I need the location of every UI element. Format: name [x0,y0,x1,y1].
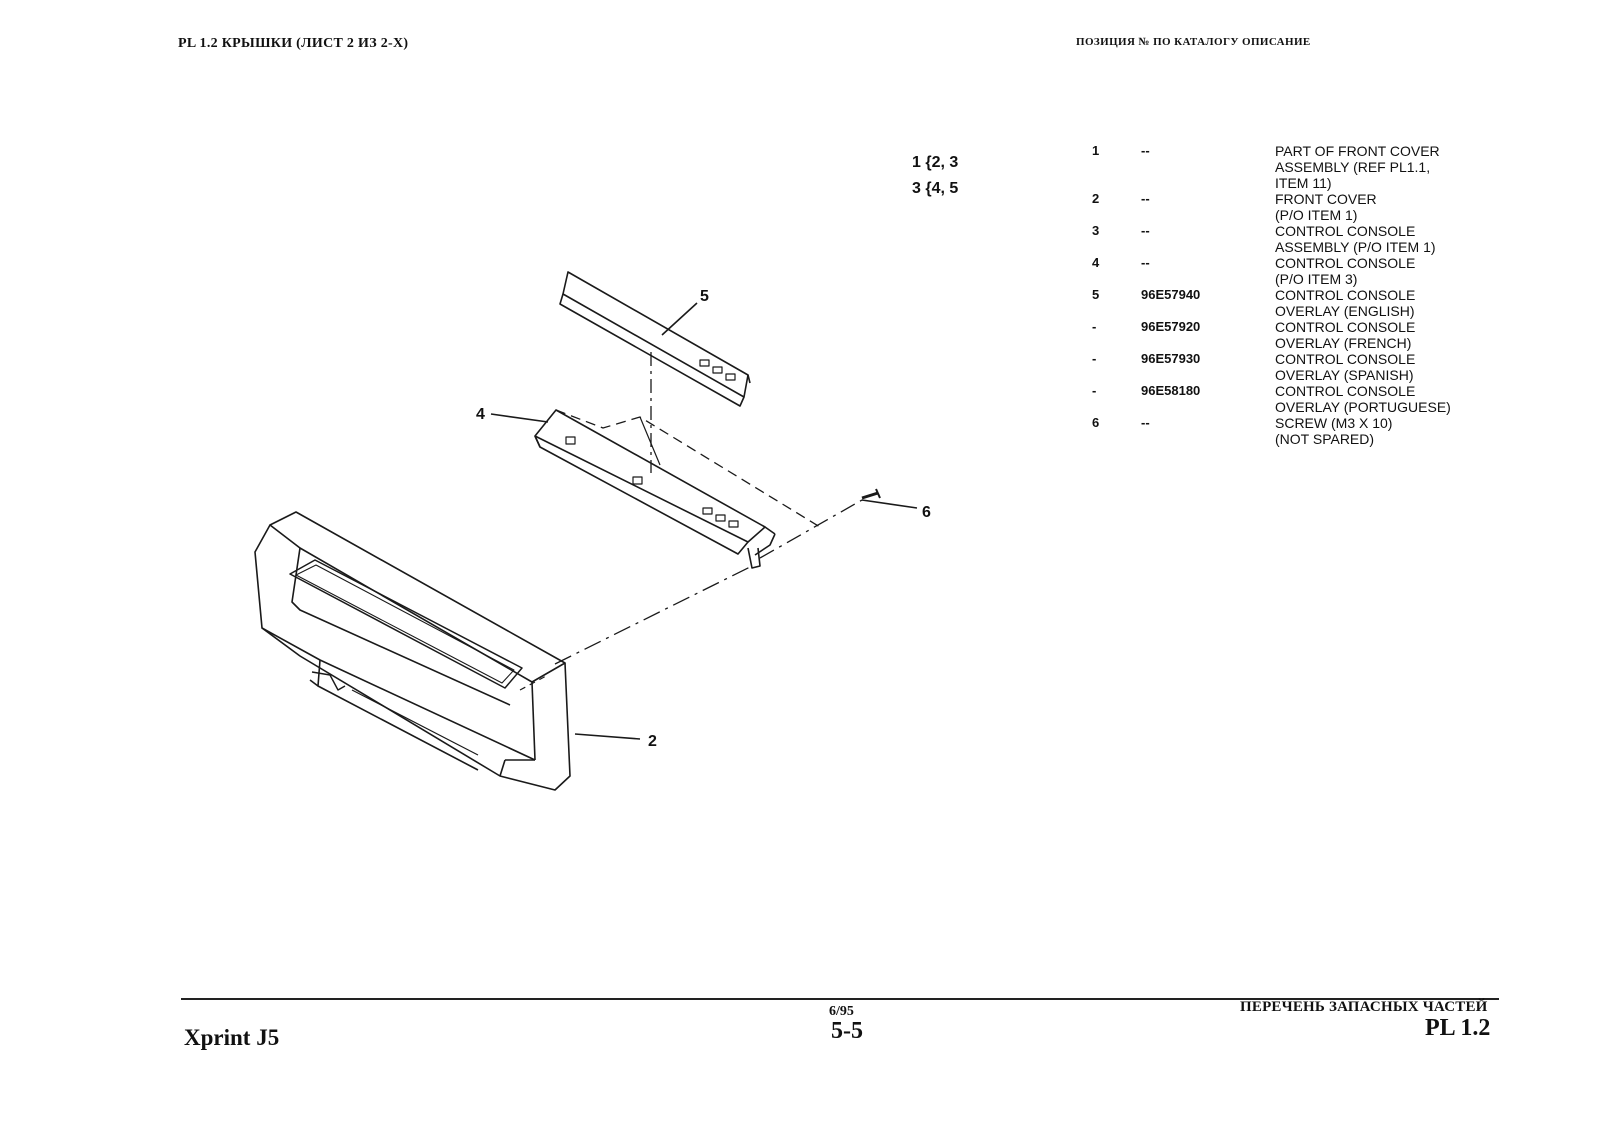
list-item: - 96E57930 CONTROL CONSOLE OVERLAY (SPAN… [1092,351,1485,383]
overlay-strip-part [559,271,751,407]
description: FRONT COVER (P/O ITEM 1) [1275,191,1377,223]
list-item: 3 -- CONTROL CONSOLE ASSEMBLY (P/O ITEM … [1092,223,1485,255]
section-title: ПЕРЕЧЕНЬ ЗАПАСНЫХ ЧАСТЕЙ [1240,999,1488,1015]
description: CONTROL CONSOLE OVERLAY (PORTUGUESE) [1275,383,1451,415]
footer-rule [181,998,1499,1000]
item-number: 2 [1092,191,1100,206]
front-cover-part [254,511,571,791]
screw-part [861,488,881,500]
part-number: -- [1141,223,1150,238]
part-number: 96E58180 [1141,383,1201,398]
description: CONTROL CONSOLE ASSEMBLY (P/O ITEM 1) [1275,223,1436,255]
part-number: -- [1141,415,1150,430]
assembly-guide-line [554,566,751,665]
list-item: 4 -- CONTROL CONSOLE (P/O ITEM 3) [1092,255,1485,287]
item-number: 4 [1092,255,1100,270]
page-title: PL 1.2 КРЫШКИ (ЛИСТ 2 ИЗ 2-Х) [178,36,409,51]
description: CONTROL CONSOLE OVERLAY (ENGLISH) [1275,287,1416,319]
revision-date: 6/95 [829,1004,854,1019]
model-name: Xprint J5 [184,1025,280,1050]
parts-list-number: PL 1.2 [1425,1015,1491,1041]
leader-lines [490,302,918,740]
item-number: 6 [1092,415,1100,430]
list-item: - 96E57920 CONTROL CONSOLE OVERLAY (FREN… [1092,319,1485,351]
item-number: 3 [1092,223,1100,238]
item-number: - [1092,383,1097,398]
item-number: - [1092,351,1097,366]
part-number: -- [1141,191,1150,206]
description: CONTROL CONSOLE (P/O ITEM 3) [1275,255,1416,287]
callout-5: 5 [700,288,709,305]
callout-6: 6 [922,504,931,521]
list-item: 2 -- FRONT COVER (P/O ITEM 1) [1092,191,1485,223]
assembly-groups: 1 {2, 3 3 {4, 5 [912,150,958,202]
parts-list: 1 -- PART OF FRONT COVER ASSEMBLY (REF P… [1092,143,1485,447]
list-item: - 96E58180 CONTROL CONSOLE OVERLAY (PORT… [1092,383,1485,415]
list-item: 5 96E57940 CONTROL CONSOLE OVERLAY (ENGL… [1092,287,1485,319]
list-item: 6 -- SCREW (M3 X 10) (NOT SPARED) [1092,415,1485,447]
part-number: -- [1141,143,1150,158]
page-number: 5-5 [831,1018,863,1044]
part-number: -- [1141,255,1150,270]
callout-2: 2 [648,733,657,750]
group-line: 3 {4, 5 [912,180,959,197]
list-item: 1 -- PART OF FRONT COVER ASSEMBLY (REF P… [1092,143,1485,191]
description: PART OF FRONT COVER ASSEMBLY (REF PL1.1,… [1275,143,1440,191]
group-line: 1 {2, 3 [912,154,959,171]
part-number: 96E57940 [1141,287,1201,302]
description: CONTROL CONSOLE OVERLAY (FRENCH) [1275,319,1416,351]
control-console-part [534,409,821,569]
column-headings: ПОЗИЦИЯ № ПО КАТАЛОГУ ОПИСАНИЕ [1076,36,1311,48]
item-number: 5 [1092,287,1100,302]
part-number: 96E57920 [1141,319,1201,334]
part-number: 96E57930 [1141,351,1201,366]
description: CONTROL CONSOLE OVERLAY (SPANISH) [1275,351,1416,383]
screw-axis-line [759,499,863,559]
callout-4: 4 [476,406,485,423]
description: SCREW (M3 X 10) (NOT SPARED) [1275,415,1393,447]
item-number: 1 [1092,143,1100,158]
item-number: - [1092,319,1097,334]
